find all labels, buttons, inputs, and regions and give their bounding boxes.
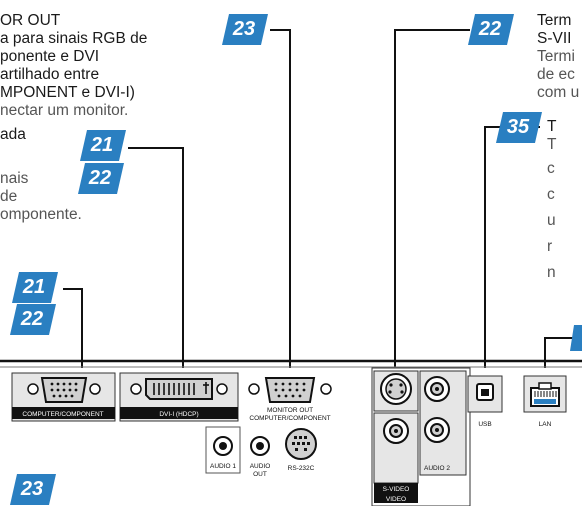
svideo-label: S-VIDEO: [383, 486, 410, 493]
svideo-desc-2: de ec: [537, 66, 575, 83]
usb-port: USB: [467, 375, 503, 428]
usb-label: USB: [478, 421, 491, 428]
input-desc-2: de: [0, 188, 18, 205]
leader-monitor-out: [270, 29, 291, 378]
page-ref-badge-21-mid[interactable]: 21: [80, 130, 126, 161]
svideo-desc-3: com u: [537, 84, 580, 101]
leader-dvi: [128, 147, 184, 378]
audio-out-label-1: AUDIO: [250, 463, 271, 470]
monitor-out-desc-1: a para sinais RGB de: [0, 30, 148, 47]
page-ref-badge-22-right[interactable]: 22: [468, 14, 514, 45]
input-desc-1: nais: [0, 170, 29, 187]
monitor-out-desc-4: MPONENT e DVI-I): [0, 84, 135, 101]
monitor-out-label-1: MONITOR OUT: [267, 407, 313, 414]
computer-component-port: COMPUTER/COMPONENT: [11, 372, 116, 422]
page-ref-badge-22-mid[interactable]: 22: [78, 163, 124, 194]
input-heading: ada: [0, 126, 26, 143]
audio-out-jack: AUDIO OUT: [250, 436, 271, 478]
audio1-jack: AUDIO 1: [205, 426, 241, 474]
lan-port: LAN: [523, 375, 567, 428]
leader-lan: [544, 337, 578, 380]
audio-out-label-2: OUT: [253, 471, 267, 478]
monitor-out-desc-2: ponente e DVI: [0, 48, 100, 65]
svideo-port: [373, 370, 419, 412]
usb-desc-3: c: [547, 186, 555, 203]
usb-desc-1: T: [547, 136, 557, 153]
monitor-out-label-2: COMPUTER/COMPONENT: [249, 415, 330, 422]
audio2-label: AUDIO 2: [424, 465, 450, 472]
usb-desc-4: u: [547, 212, 556, 229]
partial-badge: [570, 325, 582, 351]
leader-computer: [63, 288, 83, 378]
svideo-desc-1: Termi: [537, 48, 575, 65]
audio1-label: AUDIO 1: [210, 463, 236, 470]
usb-desc-2: c: [547, 160, 555, 177]
monitor-out-port: MONITOR OUT COMPUTER/COMPONENT: [248, 377, 332, 422]
page-ref-badge-22-left[interactable]: 22: [10, 304, 56, 335]
audio2-jacks: AUDIO 2: [419, 370, 467, 476]
video-label: VIDEO: [386, 496, 406, 503]
leader-usb: [484, 126, 540, 376]
monitor-out-desc-3: artilhado entre: [0, 66, 100, 83]
monitor-out-heading: OR OUT: [0, 12, 61, 29]
usb-desc-6: n: [547, 264, 556, 281]
page-ref-badge-23-top[interactable]: 23: [222, 14, 268, 45]
usb-heading: T: [547, 118, 557, 135]
page-ref-badge-35[interactable]: 35: [496, 112, 542, 143]
dvi-label: DVI-I (HDCP): [159, 411, 198, 418]
monitor-out-desc-5: nectar um monitor.: [0, 102, 129, 119]
lan-label: LAN: [539, 421, 552, 428]
rs232c-label: RS-232C: [288, 465, 315, 472]
page-ref-badge-21-left[interactable]: 21: [12, 272, 58, 303]
svideo-heading-2: S-VII: [537, 30, 572, 47]
svideo-heading-1: Term: [537, 12, 572, 29]
usb-desc-5: r: [547, 238, 553, 255]
computer-component-label: COMPUTER/COMPONENT: [22, 411, 103, 418]
leader-svideo: [394, 29, 470, 370]
input-desc-3: omponente.: [0, 206, 82, 223]
video-jack: S-VIDEO VIDEO: [373, 412, 419, 503]
rs232c-port: RS-232C: [285, 428, 317, 472]
page-ref-badge-23-bottom[interactable]: 23: [10, 474, 56, 505]
dvi-port: DVI-I (HDCP): [119, 372, 239, 422]
